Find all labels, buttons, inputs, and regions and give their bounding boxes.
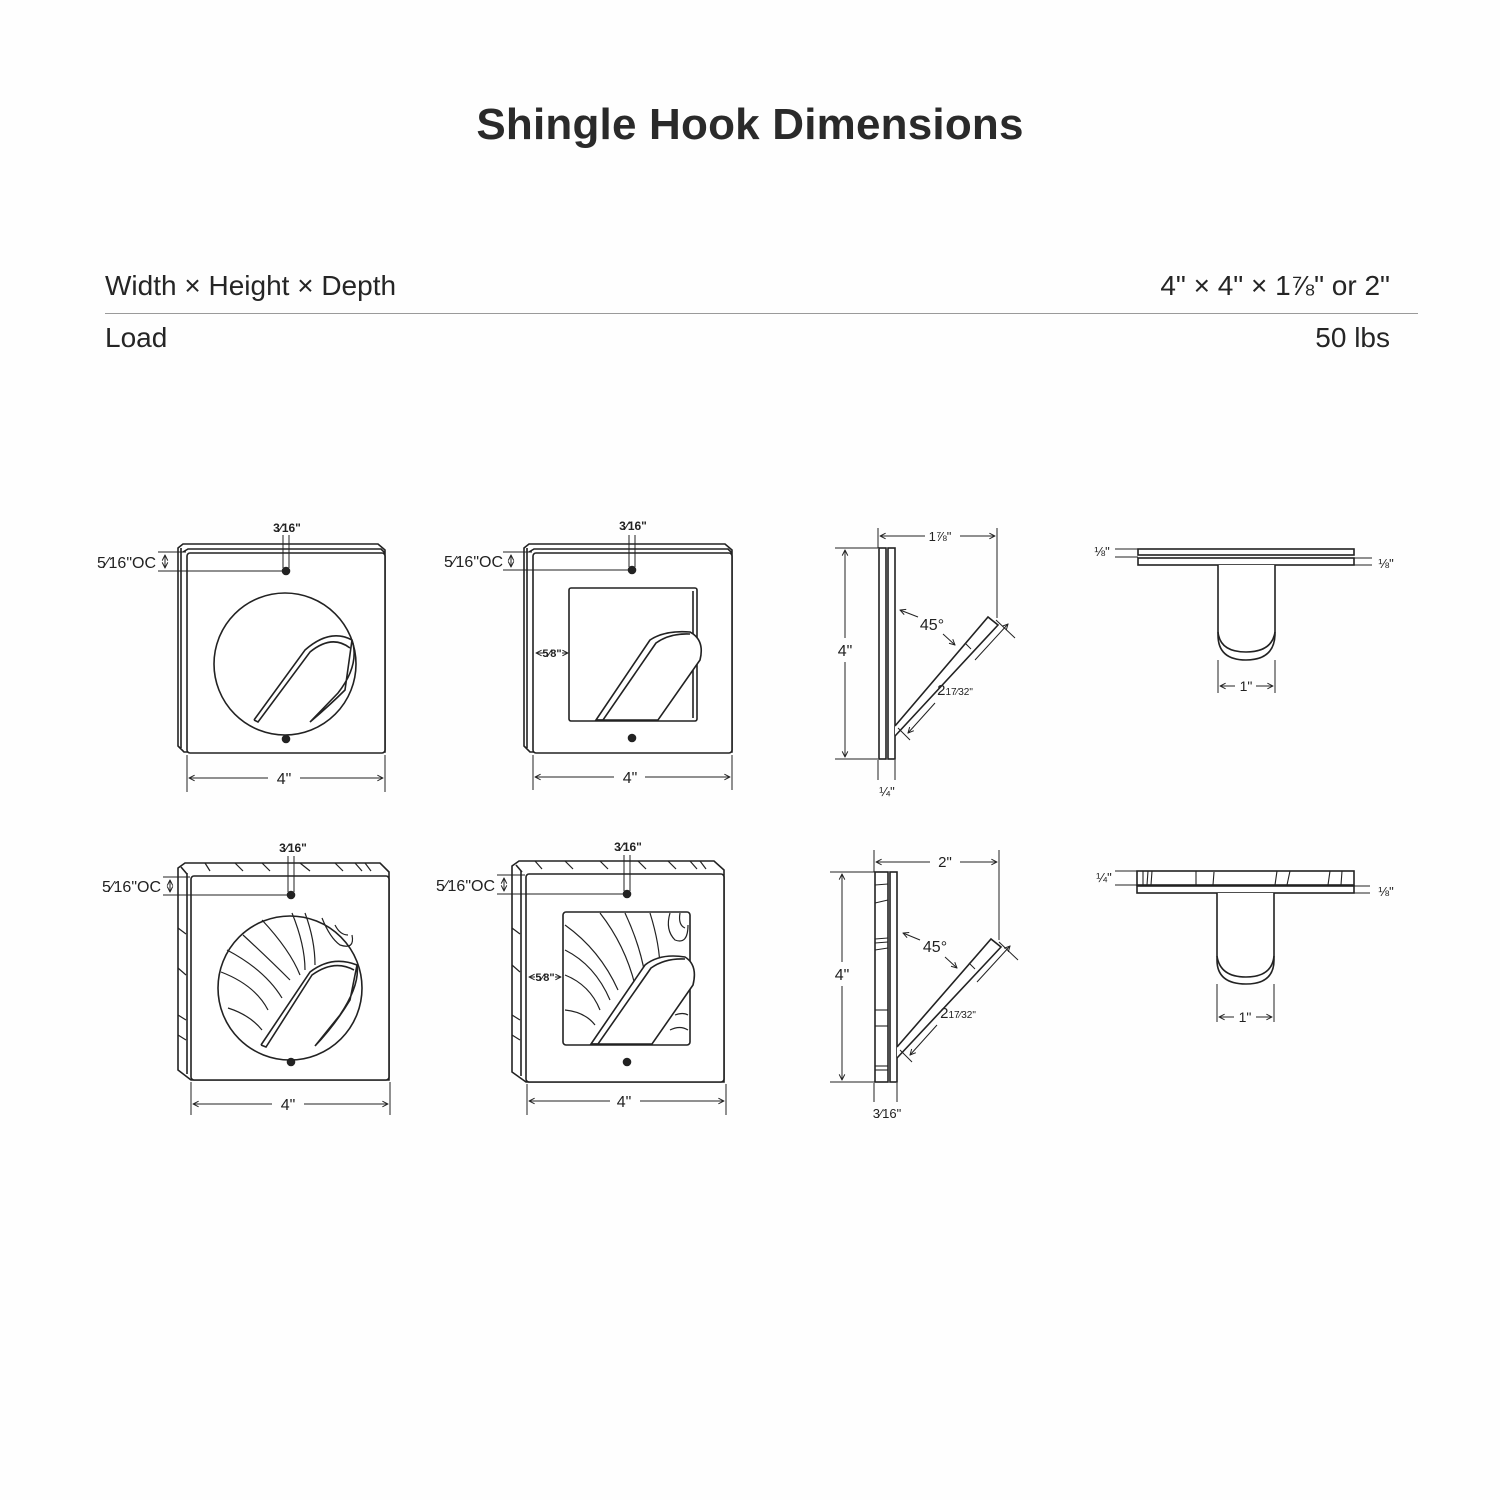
front-view-square-plain xyxy=(503,535,733,790)
spec-divider xyxy=(105,313,1418,314)
hole-dia-label: 3⁄16" xyxy=(273,521,301,535)
spec-label-dimensions: Width × Height × Depth xyxy=(105,270,397,301)
thickness-label: 3⁄16" xyxy=(873,1106,902,1121)
hole-offset-label: 5⁄16"OC xyxy=(102,879,161,896)
arm-length-label: 217⁄32" xyxy=(937,682,973,699)
front-view-circle-shingle xyxy=(163,856,391,1115)
top-view-plain xyxy=(1115,548,1372,693)
hole-dia-label: 3⁄16" xyxy=(619,519,647,533)
hook-width-label: 1" xyxy=(1239,1009,1252,1025)
inset-label: 5⁄8" xyxy=(542,648,561,660)
depth-label: 2" xyxy=(938,854,952,871)
hook-width-label: 1" xyxy=(1240,678,1253,694)
spec-value-load: 50 lbs xyxy=(1315,322,1390,353)
hole-offset-label: 5⁄16"OC xyxy=(444,554,503,571)
arm-length-label: 217⁄32" xyxy=(940,1005,976,1022)
spec-label-load: Load xyxy=(105,322,168,353)
width-label: 4" xyxy=(281,1097,296,1114)
hole-offset-label: 5⁄16"OC xyxy=(97,555,156,572)
front-view-circle-plain xyxy=(158,535,386,792)
layer-thickness-label: ⅛" xyxy=(1378,556,1394,571)
height-label: 4" xyxy=(835,967,850,984)
depth-label: 1⅞" xyxy=(929,529,952,544)
spec-value-dimensions: 4" × 4" × 1⅞" or 2" xyxy=(1160,270,1390,301)
hole-dia-label: 3⁄16" xyxy=(279,841,307,855)
layer-thickness-label: ¼" xyxy=(1096,870,1112,885)
height-label: 4" xyxy=(838,643,853,660)
side-view-plain xyxy=(835,528,1016,780)
hole-offset-label: 5⁄16"OC xyxy=(436,878,495,895)
hole-dia-label: 3⁄16" xyxy=(614,840,642,854)
inset-label: 5⁄8" xyxy=(535,972,554,984)
front-view-square-shingle xyxy=(497,855,727,1115)
angle-label: 45° xyxy=(923,939,947,956)
angle-label: 45° xyxy=(920,617,944,634)
thickness-label: ¼" xyxy=(879,784,895,799)
width-label: 4" xyxy=(277,771,292,788)
top-view-shingle xyxy=(1115,870,1370,1022)
side-view-shingle xyxy=(830,850,1019,1102)
layer-thickness-label: ⅛" xyxy=(1094,544,1110,559)
page-title: Shingle Hook Dimensions xyxy=(476,100,1024,149)
width-label: 4" xyxy=(617,1094,632,1111)
layer-thickness-label: ⅛" xyxy=(1378,884,1394,899)
spec-row-load: Load 50 lbs xyxy=(105,322,1390,354)
width-label: 4" xyxy=(623,770,638,787)
spec-row-dimensions: Width × Height × Depth 4" × 4" × 1⅞" or … xyxy=(105,270,1390,302)
